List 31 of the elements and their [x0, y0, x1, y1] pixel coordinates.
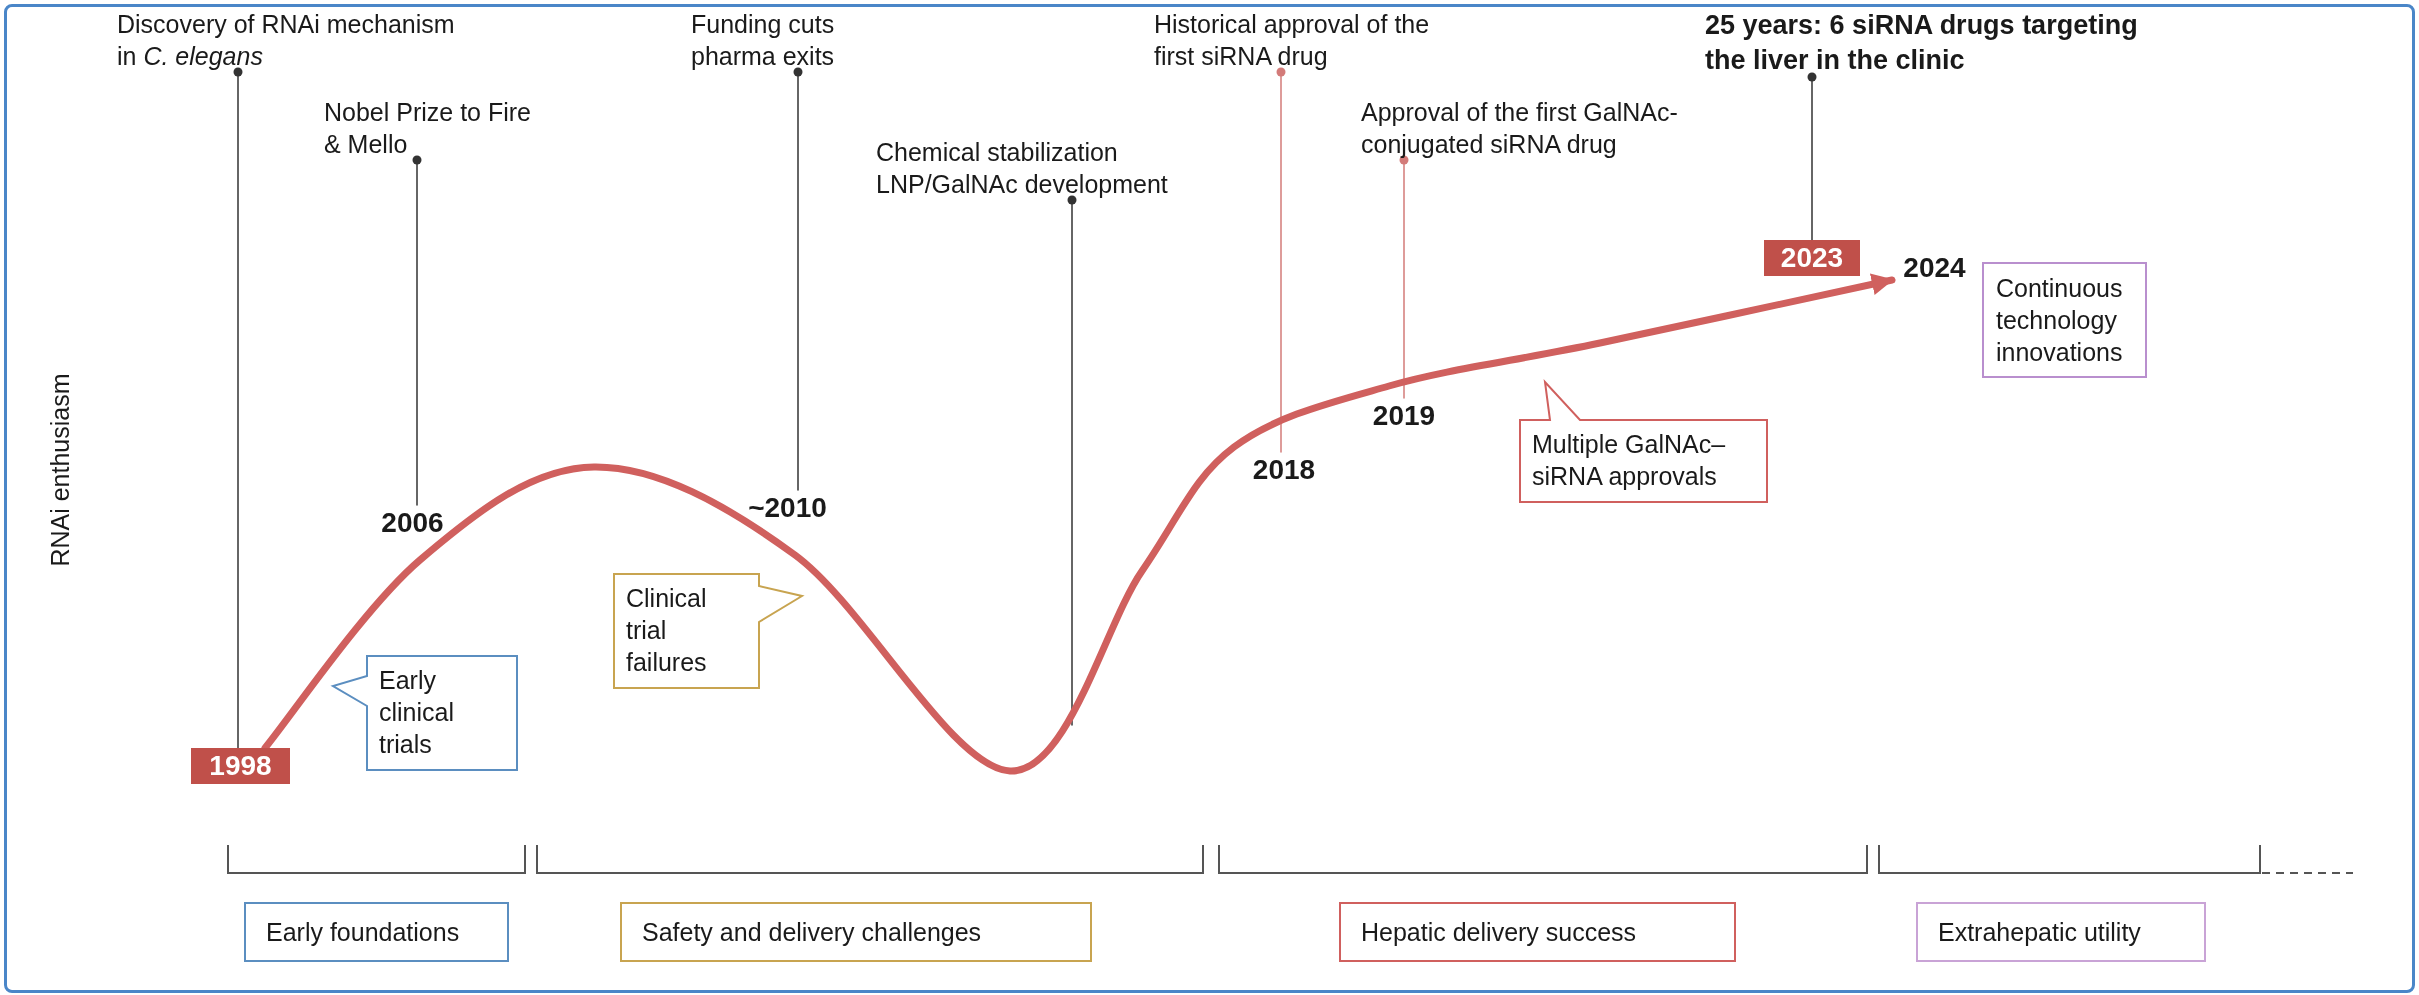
axis-label: RNAi enthusiasm — [45, 373, 75, 567]
note-box: Continuous technology innovations — [1982, 262, 2147, 378]
leader-line — [1276, 67, 1286, 453]
event-text: Funding cuts pharma exits — [691, 8, 861, 72]
year-label: ~2010 — [740, 490, 835, 526]
leader-line — [233, 67, 243, 749]
year-label: 2006 — [370, 505, 455, 541]
phase-label: Extrahepatic utility — [1916, 902, 2206, 962]
leader-line — [1399, 155, 1409, 399]
event-text: Nobel Prize to Fire & Mello — [324, 96, 534, 160]
phase-label: Hepatic delivery success — [1339, 902, 1736, 962]
event-text: Approval of the first GalNAc-conjugated siRNA drug — [1361, 96, 1751, 160]
year-label: 2018 — [1245, 452, 1323, 488]
year-tag: 1998 — [191, 748, 290, 784]
leader-line — [1067, 195, 1077, 726]
callout-bubble: Multiple GalNAc–siRNA approvals — [1520, 382, 1767, 502]
event-text: Discovery of RNAi mechanism in C. elegans — [117, 8, 477, 72]
enthusiasm-curve-arrow — [261, 273, 1896, 775]
callout-bubble: Clinical trial failures — [614, 574, 802, 688]
callout-bubble: Early clinical trials — [333, 656, 517, 770]
leader-line — [793, 67, 803, 491]
leader-line — [412, 155, 422, 506]
year-label: 2024 — [1892, 250, 1977, 286]
year-label: 2019 — [1365, 398, 1443, 434]
phase-label: Early foundations — [244, 902, 509, 962]
event-text: Chemical stabilization LNP/GalNAc development — [876, 136, 1196, 200]
event-text: Historical approval of the first siRNA drug — [1154, 8, 1454, 72]
year-tag: 2023 — [1764, 240, 1860, 276]
event-text: 25 years: 6 siRNA drugs targeting the liver in the clinic — [1705, 8, 2185, 78]
phase-label: Safety and delivery challenges — [620, 902, 1092, 962]
leader-line — [1807, 72, 1817, 241]
